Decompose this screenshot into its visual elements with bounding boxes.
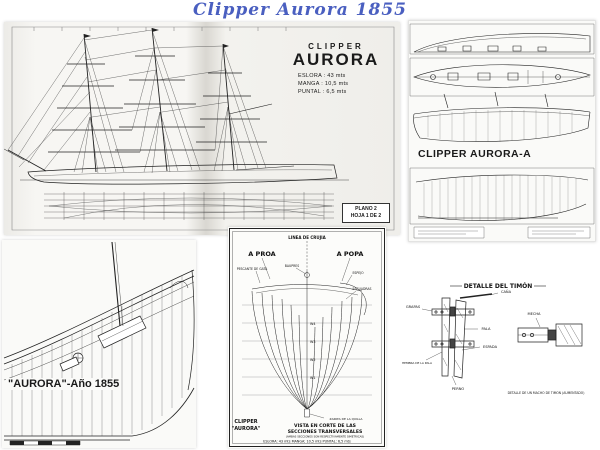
rudder-detail-drawing: DETALLE DEL TIMÓN <box>402 283 585 395</box>
wl-label: W2 <box>310 358 316 362</box>
elevation-title-big: AURORA <box>292 50 380 69</box>
sheer-lines <box>4 270 194 390</box>
deck-plan-title: CLIPPER AURORA-A <box>418 148 532 160</box>
half-breadth-plan <box>410 24 594 54</box>
yards <box>48 56 267 152</box>
page-title: Clipper Aurora 1855 <box>193 0 407 20</box>
label-leaders <box>256 258 356 418</box>
label-quilla: ZAPATA DE LA QUILLA <box>330 417 364 421</box>
label-espejo: ESPEJO <box>352 271 364 275</box>
label-pala: PALA <box>482 327 491 331</box>
bp-footer-specs: ESLORA: 43 mts MANGA: 10,5 mts PUNTAL: 6… <box>263 440 351 444</box>
bp-vista-2: SECCIONES TRANSVERSALES <box>288 429 363 435</box>
elevation-title-small: CLIPPER <box>308 42 364 51</box>
bp-vista-1: VISTA EN CORTE DE LAS <box>294 423 356 429</box>
label-pescante: PESCANTE DE GATA <box>237 267 268 271</box>
sheet-edge <box>409 21 596 242</box>
rudder-caption: DETALLE DE UN MACHO DE TIMON (AUMENTADO) <box>508 391 585 395</box>
hull-detail-drawing <box>2 240 196 448</box>
wl-label: W3 <box>310 340 316 344</box>
plan-box-line2: HOJA 1 DE 2 <box>350 213 382 219</box>
label-a-proa: A PROA <box>248 250 275 258</box>
rudder-assembly <box>432 294 492 378</box>
hull-profile <box>413 92 590 142</box>
deck-plans-drawing <box>408 20 596 242</box>
label-mecha: MECHA <box>527 312 541 316</box>
panel-hull-detail: "AURORA"-Año 1855 <box>2 240 196 448</box>
panel-rudder-detail: DETALLE DEL TIMÓN <box>400 278 596 404</box>
wl-label: W4 <box>310 322 316 326</box>
spec-manga: MANGA : 10,5 mts <box>298 81 349 88</box>
mast-flags <box>84 28 229 48</box>
rudder-leaders <box>422 293 540 385</box>
label-hembra: HEMBRA DE LA PALA <box>402 361 432 365</box>
pintle-enlarged-detail <box>518 324 582 346</box>
waterline-labels: W1 W2 W3 W4 <box>310 322 316 380</box>
sections <box>242 271 372 417</box>
label-baupres: BAUPRES <box>285 264 299 268</box>
rudder-title: DETALLE DEL TIMÓN <box>464 283 533 290</box>
panel-body-plan: LINEA DE CRUJIA A PROA A POPA PESCANTE D… <box>228 227 386 448</box>
panel-side-elevation: CLIPPER AURORA ESLORA : 43 mts MANGA : 1… <box>4 22 400 235</box>
hull <box>20 164 349 184</box>
wl-label: W1 <box>310 376 316 380</box>
label-escuadras: ESCUADRAS <box>353 287 372 291</box>
bp-aurora: "AURORA" <box>232 426 261 432</box>
label-a-popa: A POPA <box>337 250 364 258</box>
spec-puntal: PUNTAL : 6,5 mts <box>298 89 347 96</box>
deck-plan <box>410 58 594 96</box>
sheet-border <box>12 27 394 230</box>
label-espada: ESPADA <box>483 345 498 349</box>
framed-profile <box>410 168 594 224</box>
bp-clipper: CLIPPER <box>234 419 257 425</box>
elevation-title-block: CLIPPER AURORA ESLORA : 43 mts MANGA : 1… <box>284 42 388 97</box>
hull-detail-title: "AURORA"-Año 1855 <box>6 378 122 390</box>
label-grapas: GRAPAS <box>406 305 421 309</box>
scale-bar <box>10 441 80 445</box>
label-linea-crujia: LINEA DE CRUJIA <box>288 235 326 240</box>
plan-number-box: PLANO 2 HOJA 1 DE 2 <box>342 203 390 223</box>
label-cana: CAÑA <box>501 289 512 294</box>
masts-and-spars <box>4 28 294 172</box>
plan-box-line1: PLANO 2 <box>355 206 377 212</box>
keel-and-bottom <box>4 388 194 440</box>
lines-plan-grid <box>44 192 334 220</box>
small-label-boxes <box>414 227 590 238</box>
deck-structures <box>60 242 188 371</box>
spec-eslora: ESLORA : 43 mts <box>298 72 346 79</box>
elevation-specs: ESLORA : 43 mts MANGA : 10,5 mts PUNTAL … <box>284 72 388 97</box>
label-perno: PERNO <box>452 387 465 391</box>
bp-vista-note: (AMBAS SECCIONES SON RESPECTIVAMENTE SIM… <box>286 435 364 439</box>
ship-elevation-drawing <box>4 22 400 235</box>
panel-deck-plans: CLIPPER AURORA-A <box>408 20 596 242</box>
rigging <box>8 30 266 173</box>
body-plan-drawing: LINEA DE CRUJIA A PROA A POPA PESCANTE D… <box>228 227 386 448</box>
plan-border <box>230 229 385 447</box>
